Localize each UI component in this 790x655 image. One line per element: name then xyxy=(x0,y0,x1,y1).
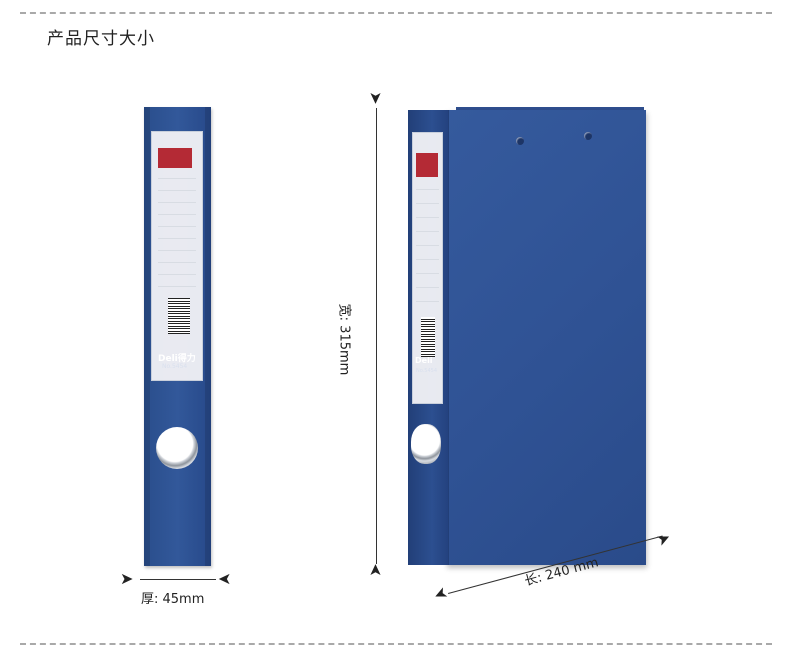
thickness-dimension-line xyxy=(140,579,216,580)
arrow-up-right-icon: ➤ xyxy=(653,527,674,550)
label-red-block xyxy=(416,153,438,177)
height-dimension-line xyxy=(376,108,377,564)
height-label: 宽: 315mm xyxy=(336,303,352,376)
spine-brand-logo: Deli得力 xyxy=(158,354,196,364)
label-red-block xyxy=(158,148,192,168)
top-divider xyxy=(20,12,772,14)
arrow-down-icon: ➤ xyxy=(366,91,386,105)
bottom-divider xyxy=(20,643,772,645)
binder-label-window xyxy=(412,132,443,404)
barcode xyxy=(168,298,190,334)
binder-spine-view: Deli得力 No.5454 xyxy=(144,107,211,566)
spine-label-window xyxy=(151,131,203,381)
arrow-right-icon: ➤ xyxy=(120,569,134,588)
arrow-left-icon: ➤ xyxy=(218,569,232,588)
thickness-label: 厚: 45mm xyxy=(141,592,205,607)
binder-front-cover xyxy=(446,110,646,565)
binder-brand-logo: Deli xyxy=(415,356,433,365)
spine-model-number: No.5454 xyxy=(162,363,188,370)
binder-model-number: No.5454 xyxy=(416,368,438,374)
section-title: 产品尺寸大小 xyxy=(47,29,155,49)
arrow-up-icon: ➤ xyxy=(365,563,385,577)
binder-spine-perspective: Deli No.5454 xyxy=(408,110,448,565)
rivet-icon xyxy=(584,132,592,140)
finger-ring-icon xyxy=(156,427,198,469)
finger-ring-icon xyxy=(411,424,441,464)
rivet-icon xyxy=(516,137,524,145)
barcode xyxy=(421,317,435,357)
